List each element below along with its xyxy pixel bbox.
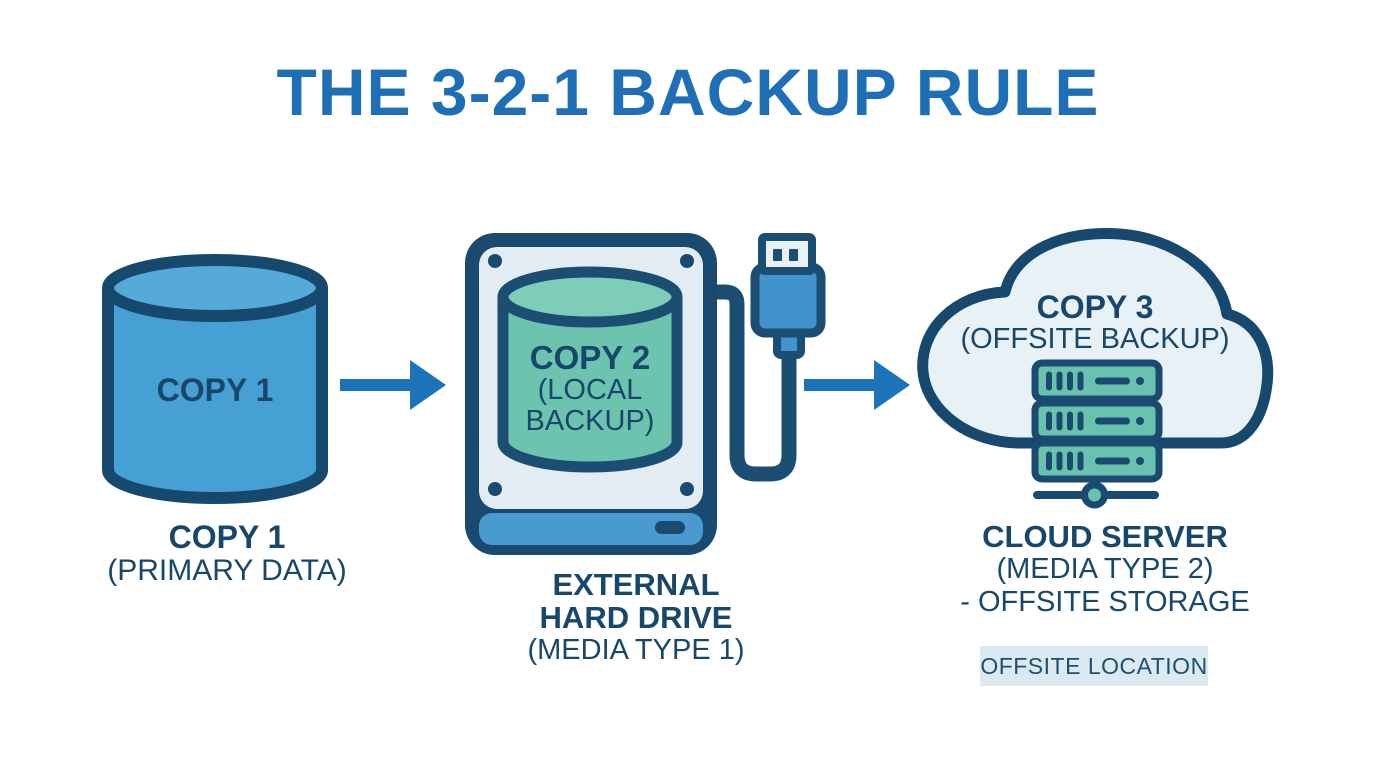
primary-caption-line2: (PRIMARY DATA) — [107, 554, 347, 587]
cloud-outline — [917, 228, 1274, 449]
server-unit — [1031, 439, 1163, 483]
local-copy-line3: BACKUP) — [525, 405, 655, 437]
primary-caption-line1: COPY 1 — [168, 519, 286, 555]
primary-copy-label: COPY 1 — [100, 372, 330, 409]
page-title: THE 3-2-1 BACKUP RULE — [276, 55, 1100, 129]
offsite-caption: CLOUD SERVER (MEDIA TYPE 2) - OFFSITE ST… — [925, 520, 1285, 619]
arrow-head — [874, 360, 910, 410]
drive-bottom-strip — [479, 513, 703, 545]
right-arrow-icon — [804, 360, 910, 410]
screw-dot — [680, 482, 694, 496]
local-copy-label: COPY 2 (LOCAL BACKUP) — [480, 340, 700, 437]
offsite-location-badge: OFFSITE LOCATION — [980, 646, 1208, 686]
backup-cylinder-body — [497, 297, 683, 473]
screw-dot — [488, 482, 502, 496]
offsite-caption-line3: - OFFSITE STORAGE — [960, 586, 1250, 618]
drive-slot-pill — [655, 521, 685, 534]
usb-plug-icon — [750, 233, 826, 359]
server-unit — [1031, 359, 1163, 403]
local-caption-line3: (MEDIA TYPE 1) — [527, 634, 745, 666]
local-caption-line1: EXTERNAL — [552, 567, 720, 602]
screw-dot — [680, 254, 694, 268]
usb-body — [750, 262, 826, 338]
primary-caption: COPY 1 (PRIMARY DATA) — [67, 520, 387, 587]
arrow-head — [410, 360, 446, 410]
server-rack-icon — [1031, 359, 1163, 509]
offsite-caption-line1: CLOUD SERVER — [982, 519, 1228, 554]
local-caption-line2: HARD DRIVE — [539, 600, 733, 635]
arrow-shaft — [340, 379, 414, 391]
offsite-location-badge-text: OFFSITE LOCATION — [980, 652, 1208, 679]
cylinder-top — [102, 254, 328, 322]
right-arrow-icon — [340, 360, 446, 410]
usb-pin-hole — [773, 249, 782, 261]
primary-copy-text: COPY 1 — [156, 372, 274, 408]
local-copy-line1: COPY 2 — [529, 339, 651, 376]
usb-cable — [709, 284, 797, 482]
offsite-copy-line2: (OFFSITE BACKUP) — [960, 323, 1230, 355]
usb-metal-tip — [758, 233, 816, 275]
local-copy-line2: (LOCAL — [537, 374, 643, 406]
backup-cylinder-top — [497, 266, 683, 328]
local-caption: EXTERNAL HARD DRIVE (MEDIA TYPE 1) — [486, 568, 786, 666]
offsite-copy-line1: COPY 3 — [1036, 289, 1154, 325]
arrow-shaft — [804, 379, 878, 391]
usb-pin-hole — [789, 249, 798, 261]
offsite-caption-line2: (MEDIA TYPE 2) — [996, 553, 1214, 585]
cylinder-body — [102, 288, 328, 504]
database-cylinder-icon — [102, 254, 328, 504]
server-unit — [1031, 399, 1163, 443]
external-hard-drive-icon — [465, 233, 826, 555]
offsite-copy-label: COPY 3 (OFFSITE BACKUP) — [945, 290, 1245, 355]
cloud-icon — [917, 228, 1274, 509]
screw-dot — [488, 254, 502, 268]
network-node — [1081, 481, 1108, 509]
